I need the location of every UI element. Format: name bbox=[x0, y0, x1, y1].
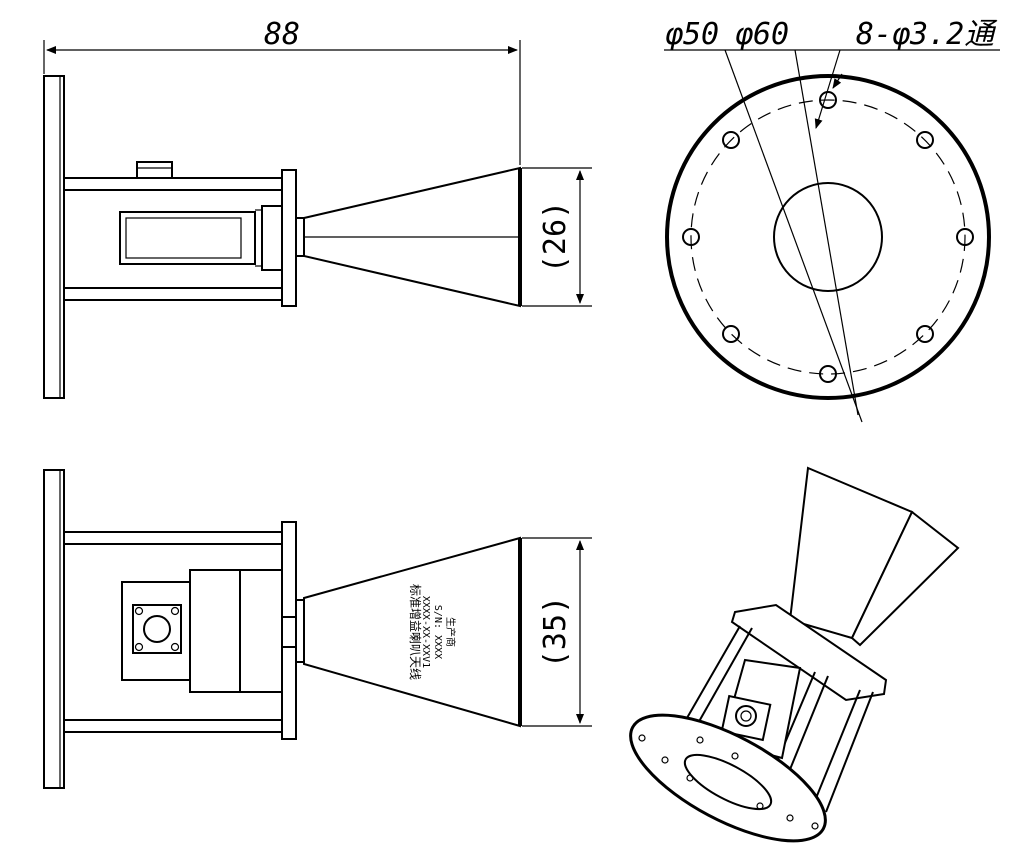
front-view: φ50 φ60 8-φ3.2通 bbox=[664, 17, 1000, 423]
label-line3: S/N: XXXX bbox=[432, 605, 443, 659]
dim-aperture-small: (26) bbox=[538, 201, 573, 273]
dim-aperture-large: (35) bbox=[538, 596, 573, 668]
top-view: 标准增益喇叭天线 XXXX-XX-XXV1 S/N: XXXX 生产商 (35) bbox=[43, 469, 592, 789]
isometric-view bbox=[629, 466, 960, 843]
label-line1: 标准增益喇叭天线 bbox=[408, 584, 423, 680]
dim-holes: 8-φ3.2通 bbox=[856, 17, 998, 52]
side-view: 88 (26) bbox=[43, 17, 592, 399]
label-line4: 生产商 bbox=[444, 617, 457, 647]
dim-bolt-circle: φ50 bbox=[665, 17, 719, 52]
dim-overall-length: 88 bbox=[264, 17, 300, 52]
label-line2: XXXX-XX-XXV1 bbox=[420, 596, 431, 668]
dim-flange-diameter: φ60 bbox=[735, 17, 789, 52]
